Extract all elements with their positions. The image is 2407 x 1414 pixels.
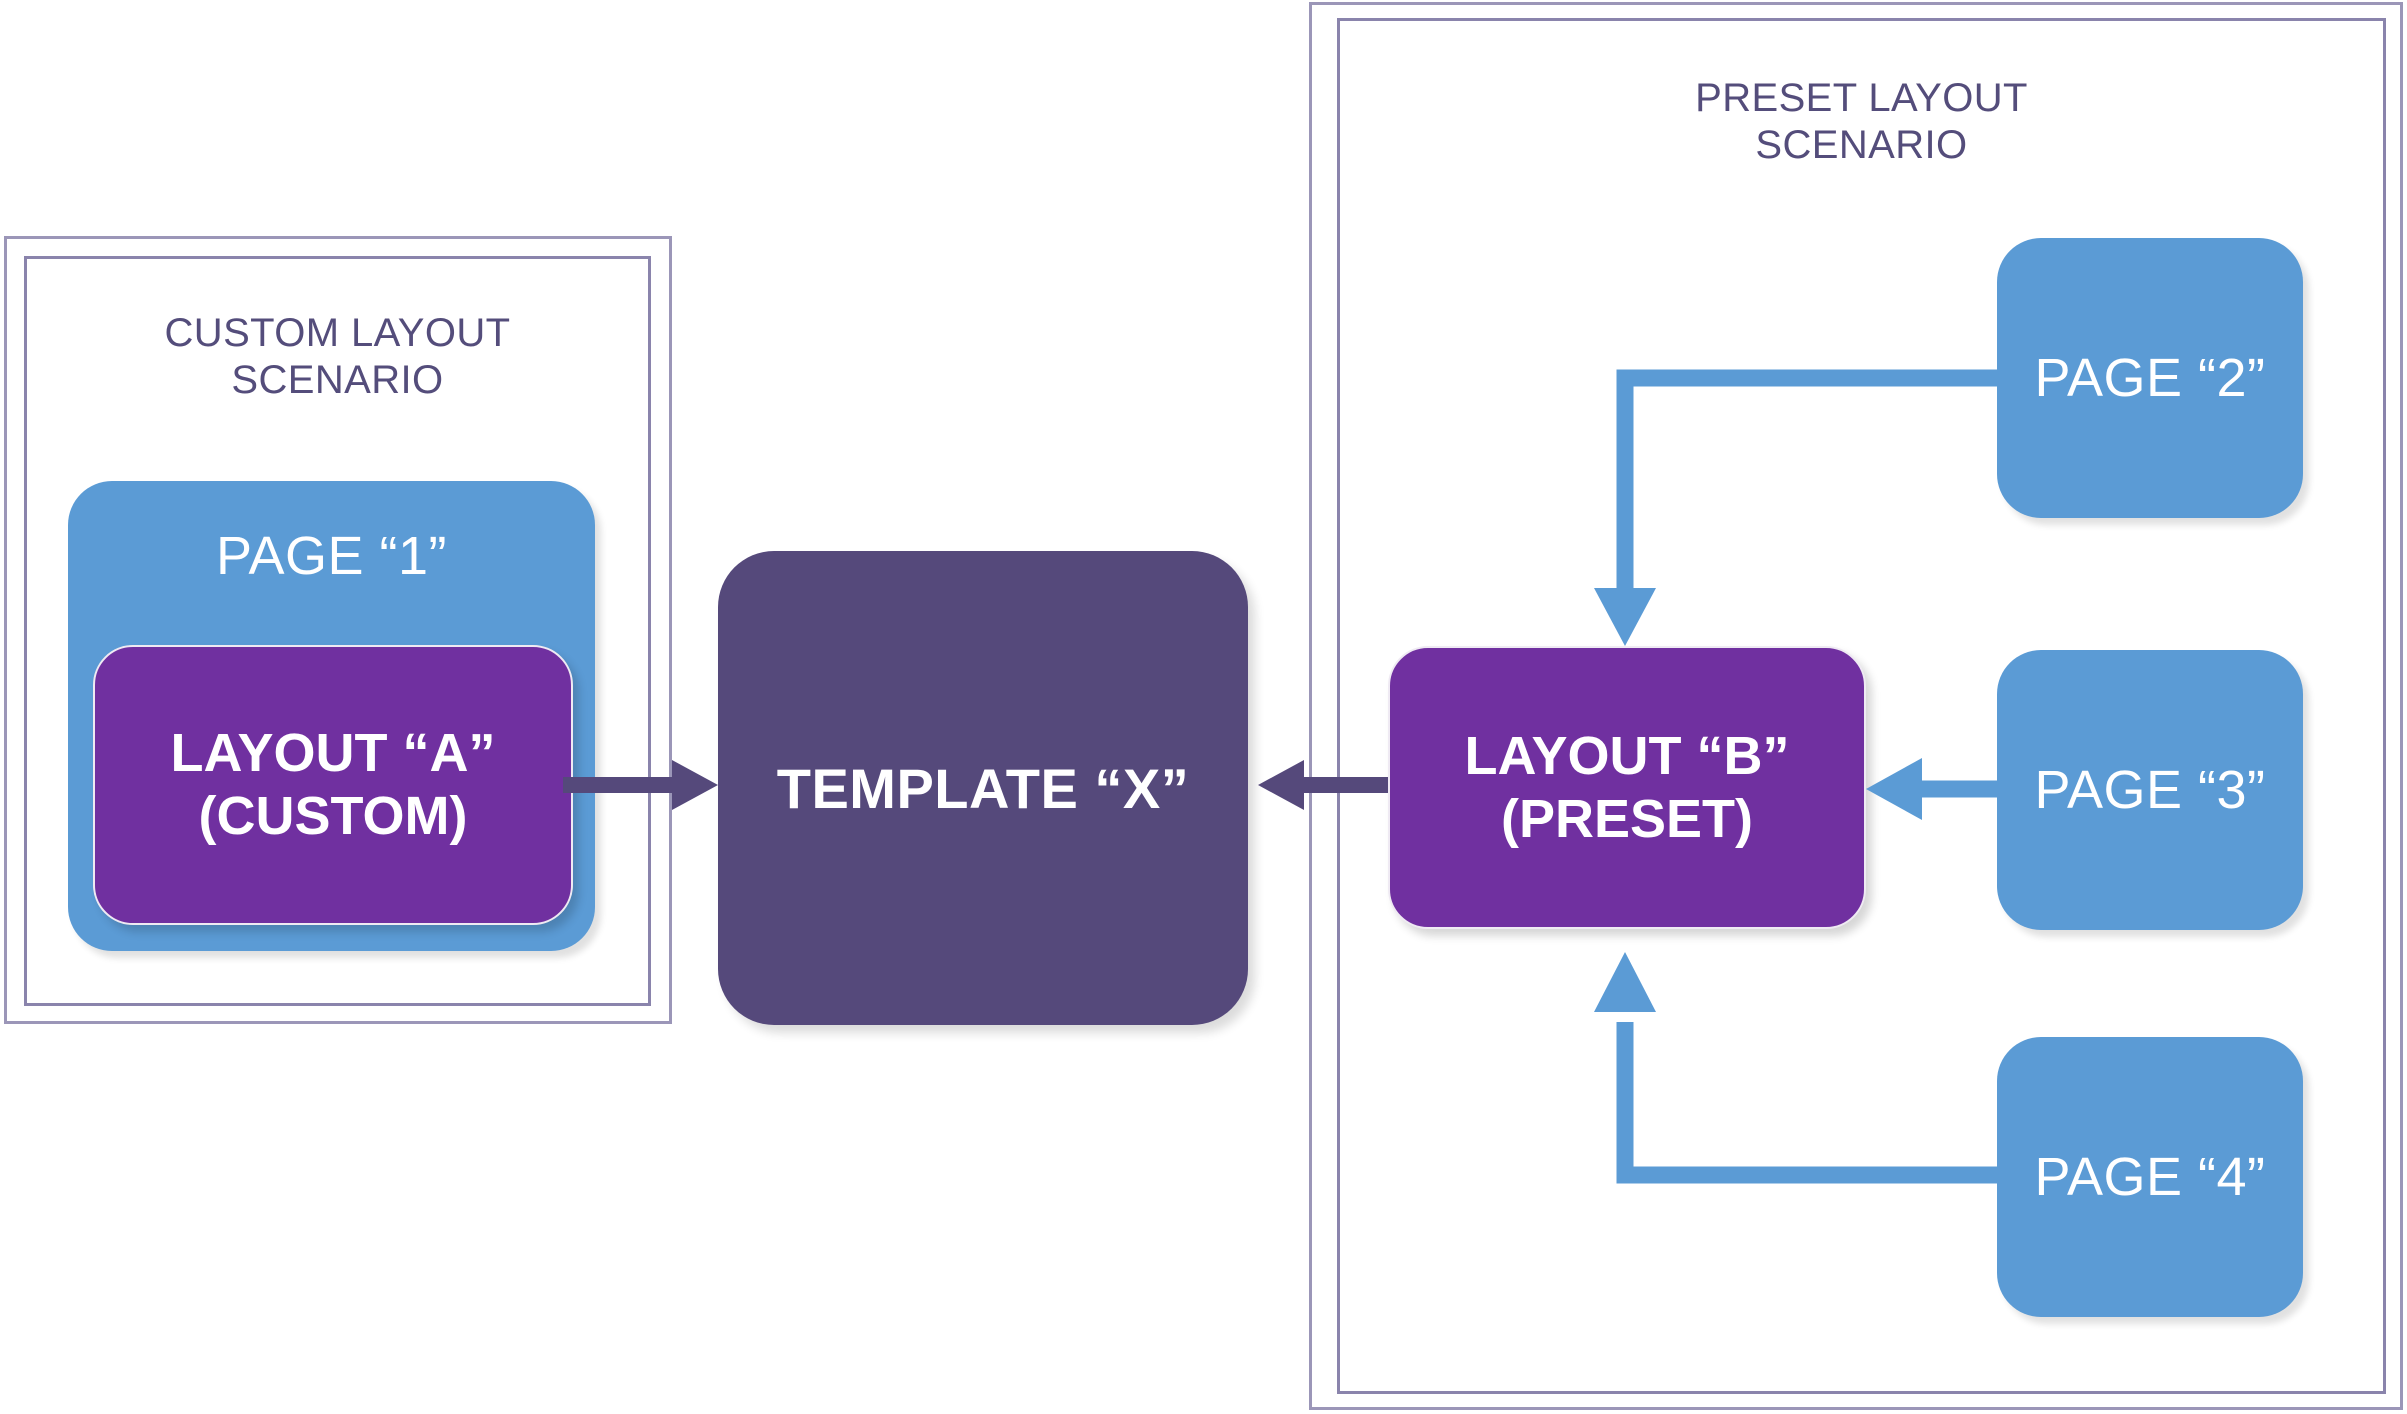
custom-scenario-caption: CUSTOM LAYOUT SCENARIO <box>164 311 511 403</box>
preset-scenario-outer-frame <box>1309 2 2403 1410</box>
page-4-box[interactable]: PAGE “4” <box>1997 1037 2303 1317</box>
layout-b-box[interactable]: LAYOUT “B” (PRESET) <box>1388 646 1866 929</box>
custom-scenario-outer-frame <box>4 236 672 1024</box>
layout-a-box[interactable]: LAYOUT “A” (CUSTOM) <box>93 645 573 925</box>
preset-scenario-caption: PRESET LAYOUT SCENARIO <box>1695 76 2028 168</box>
custom-scenario-inner-frame <box>24 256 651 1006</box>
preset-scenario-inner-frame <box>1337 18 2386 1394</box>
page-2-box[interactable]: PAGE “2” <box>1997 238 2303 518</box>
template-x-box[interactable]: TEMPLATE “X” <box>718 551 1248 1025</box>
page-3-box[interactable]: PAGE “3” <box>1997 650 2303 930</box>
